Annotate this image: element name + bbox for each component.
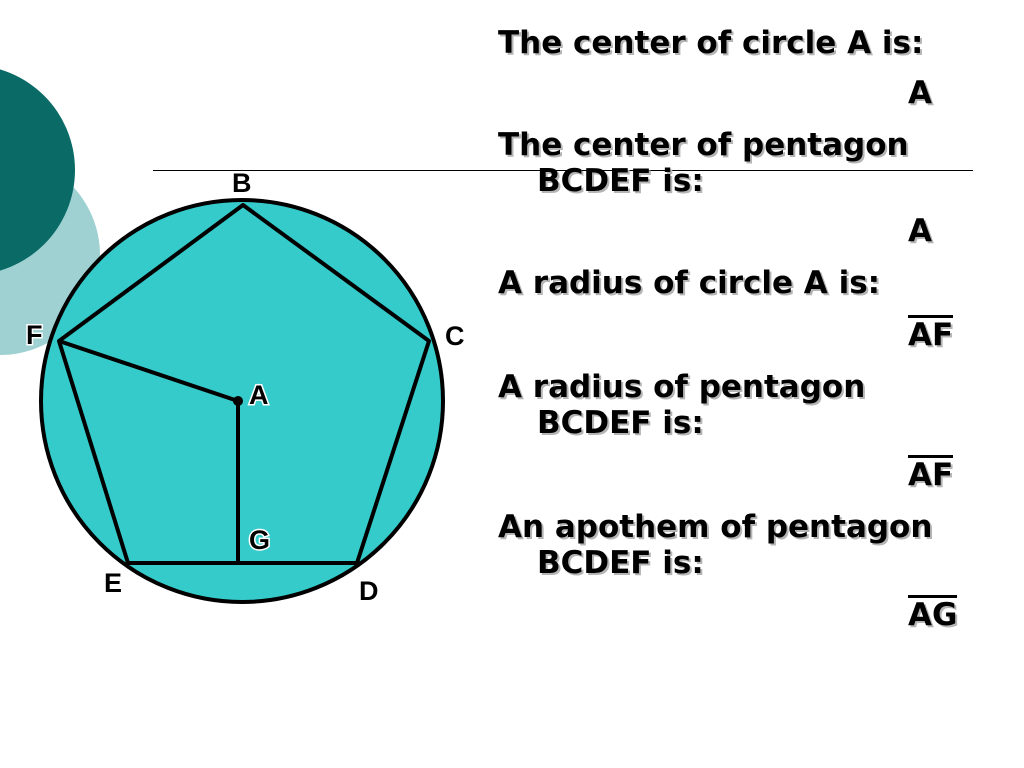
vertex-label-e: E (104, 568, 122, 598)
circle-pentagon-diagram: B C D E F A G (25, 167, 467, 608)
vertex-label-f: F (26, 320, 43, 350)
segment-answer-text: AG (908, 595, 958, 633)
answer-5: AG (498, 595, 998, 633)
foot-label-g: G (249, 525, 270, 555)
answer-text: A (908, 75, 932, 111)
answer-2: A (498, 213, 998, 249)
question-5: An apothem of pentagon BCDEF is: (498, 509, 993, 581)
answer-1: A (498, 75, 998, 111)
answer-text: A (908, 213, 932, 249)
question-3: A radius of circle A is: (498, 265, 993, 301)
question-line: A radius of pentagon (498, 369, 866, 405)
question-line: An apothem of pentagon (498, 509, 933, 545)
question-line: A radius of circle A is: (498, 265, 881, 301)
dark-teal-circle (0, 69, 75, 271)
vertex-label-b: B (232, 168, 252, 198)
center-point (233, 396, 243, 406)
answer-3: AF (498, 315, 998, 353)
question-line-continued: BCDEF is: (537, 163, 704, 199)
radius-af (58, 339, 239, 403)
vertex-label-c: C (445, 321, 465, 351)
pentagon-bcdef (57, 203, 431, 565)
question-line: The center of pentagon (498, 127, 909, 163)
segment-answer-text: AF (908, 455, 954, 493)
vertex-label-d: D (359, 576, 379, 606)
question-answer-list: The center of circle A is: A The center … (498, 25, 998, 633)
title-divider (153, 170, 973, 171)
question-line-continued: BCDEF is: (537, 545, 704, 581)
question-line-continued: BCDEF is: (537, 405, 704, 441)
question-4: A radius of pentagon BCDEF is: (498, 369, 993, 441)
question-1: The center of circle A is: (498, 25, 993, 61)
answer-4: AF (498, 455, 998, 493)
question-2: The center of pentagon BCDEF is: (498, 127, 993, 199)
center-label-a: A (249, 380, 269, 410)
question-line: The center of circle A is: (498, 25, 924, 61)
segment-answer-text: AF (908, 315, 954, 353)
